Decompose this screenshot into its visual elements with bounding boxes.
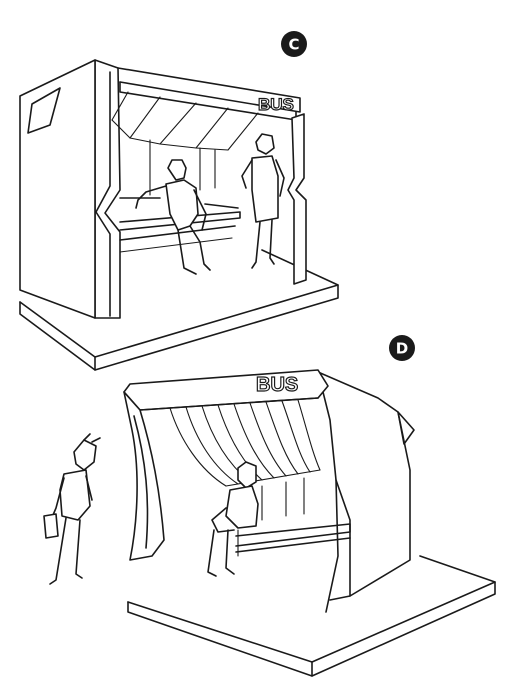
shelter-c-left-wall [19,59,121,319]
shelter-c: BUS [19,59,339,371]
shelter-c-standing-woman [241,133,285,269]
shelter-c-roof [111,67,301,196]
shelter-d-curved-wall [123,391,165,561]
shelter-d-standing-man [43,433,101,585]
badge-d: D [389,335,415,361]
shelter-c-right-post [287,113,307,285]
shelter-d-right-wall [317,371,415,613]
shelter-d-bus-sign: BUS [256,374,298,396]
shelter-d-seated-woman [207,461,259,577]
shelter-c-seated-man [135,159,211,275]
badge-d-letter: D [396,340,408,358]
badge-c: C [281,31,307,57]
shelter-d-bench [235,523,351,557]
shelter-d-ground-slab [127,555,496,677]
badge-c-letter: C [288,36,299,54]
shelter-d: BUS [123,369,496,677]
shelter-c-bus-sign: BUS [258,95,294,114]
